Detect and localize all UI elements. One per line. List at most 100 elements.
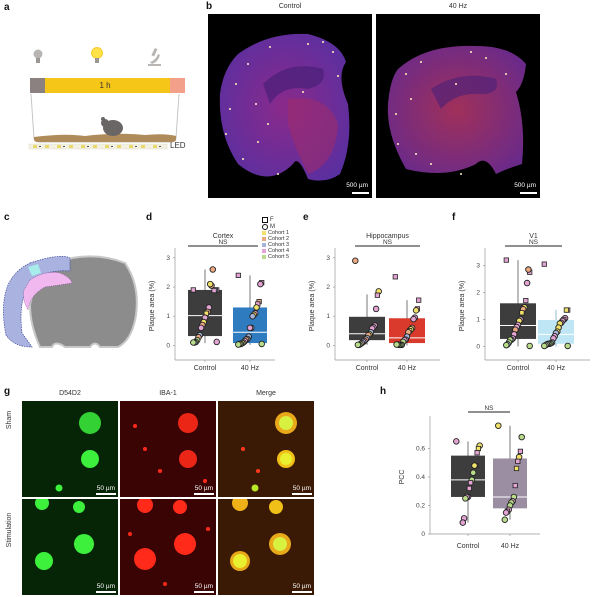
svg-text:2: 2	[166, 284, 170, 291]
scale-bar	[352, 192, 369, 194]
scale-bar	[96, 493, 116, 495]
y-axis-label: Plaque area (%)	[149, 281, 156, 332]
image-stim-iba1: 50 µm	[120, 499, 216, 595]
square-icon	[262, 216, 268, 223]
scale-bar-label: 50 µm	[194, 485, 213, 492]
significance-label: NS	[484, 405, 494, 412]
column-title-merge: Merge	[256, 390, 276, 397]
timeline-stim	[45, 78, 170, 93]
chart-title: V1	[529, 233, 538, 240]
x-tick-label: Control	[457, 543, 480, 550]
panel-label-d: d	[146, 212, 153, 223]
timeline-pre	[30, 78, 45, 93]
color-swatch-icon	[262, 243, 266, 247]
led-label: LED	[170, 141, 186, 150]
x-tick-label: 40 Hz	[398, 365, 417, 372]
microscope-icon	[148, 47, 161, 66]
column-title-control: Control	[278, 3, 302, 10]
scale-bar-label: 50 µm	[96, 583, 115, 590]
timeline-post	[170, 78, 186, 93]
image-sham-d54d2: 50 µm	[22, 401, 118, 497]
x-tick-label: 40 Hz	[501, 543, 520, 550]
brain-section-40hz: 500 µm	[376, 14, 540, 198]
svg-text:2: 2	[476, 290, 480, 297]
color-swatch-icon	[262, 231, 266, 235]
panel-label-e: e	[303, 212, 309, 223]
lightbulb-off-icon	[33, 49, 43, 63]
brain-region-diagram	[0, 255, 140, 355]
svg-text:0: 0	[326, 342, 330, 349]
scale-bar	[96, 591, 116, 593]
svg-text:3: 3	[326, 255, 330, 262]
svg-text:3: 3	[166, 255, 170, 262]
x-tick-label: Control	[356, 365, 379, 372]
svg-text:0: 0	[421, 531, 425, 538]
legend-item-female: F	[262, 216, 302, 223]
svg-text:0.2: 0.2	[416, 503, 425, 510]
timeline-duration: 1 h	[99, 81, 111, 90]
x-tick-label: Control	[507, 365, 530, 372]
chart-title: Cortex	[213, 233, 234, 240]
panel-label-a: a	[4, 2, 10, 13]
brain-section-control: 500 µm	[208, 14, 372, 198]
svg-text:0: 0	[476, 344, 480, 351]
scale-bar	[194, 591, 214, 593]
svg-text:3: 3	[476, 263, 480, 270]
mouse-icon	[101, 117, 123, 136]
scale-bar-label: 500 µm	[346, 182, 368, 189]
svg-text:1: 1	[326, 313, 330, 320]
scale-bar-label: 50 µm	[96, 485, 115, 492]
row-label-stimulation: Stimulation	[6, 512, 13, 548]
experiment-schematic: 1 h LED	[25, 40, 186, 160]
x-tick-label: 40 Hz	[547, 365, 566, 372]
svg-text:1: 1	[166, 313, 170, 320]
svg-text:2: 2	[326, 284, 330, 291]
column-title-d54d2: D54D2	[59, 390, 81, 397]
scale-bar-label: 50 µm	[292, 485, 311, 492]
panel-label-g: g	[4, 386, 11, 397]
image-stim-merge: 50 µm	[218, 499, 314, 595]
led-strip	[28, 143, 168, 150]
scale-bar-label: 50 µm	[292, 583, 311, 590]
legend-item-cohort-1: Cohort 1	[262, 230, 302, 236]
image-sham-merge: 50 µm	[218, 401, 314, 497]
y-axis-label: Plaque area (%)	[309, 281, 316, 332]
significance-label: NS	[383, 239, 393, 246]
svg-text:0.6: 0.6	[416, 446, 425, 453]
legend-item-male: M	[262, 223, 302, 230]
color-swatch-icon	[262, 255, 266, 259]
scale-bar	[292, 493, 312, 495]
color-swatch-icon	[262, 249, 266, 253]
panel-label-c: c	[4, 212, 10, 223]
panel-label-h: h	[380, 386, 387, 397]
significance-label: NS	[529, 239, 539, 246]
y-axis-label: PCC	[399, 470, 406, 485]
circle-icon	[262, 223, 268, 230]
svg-text:0.4: 0.4	[416, 474, 425, 481]
row-label-sham: Sham	[6, 410, 13, 430]
significance-label: NS	[218, 239, 228, 246]
image-sham-iba1: 50 µm	[120, 401, 216, 497]
legend-item-cohort-5: Cohort 5	[262, 254, 302, 260]
x-tick-label: 40 Hz	[241, 365, 260, 372]
svg-text:1: 1	[476, 317, 480, 324]
scale-bar	[520, 192, 537, 194]
panel-label-f: f	[452, 212, 456, 223]
column-title-iba1: IBA-1	[159, 390, 177, 397]
scale-bar-label: 500 µm	[514, 182, 536, 189]
color-swatch-icon	[262, 237, 266, 241]
scale-bar-label: 50 µm	[194, 583, 213, 590]
legend-item-cohort-4: Cohort 4	[262, 248, 302, 254]
image-stim-d54d2: 50 µm	[22, 499, 118, 595]
chart-title: Hippocampus	[366, 233, 409, 240]
legend-item-cohort-3: Cohort 3	[262, 242, 302, 248]
x-tick-label: Control	[194, 365, 217, 372]
scale-bar	[292, 591, 312, 593]
svg-text:0: 0	[166, 342, 170, 349]
